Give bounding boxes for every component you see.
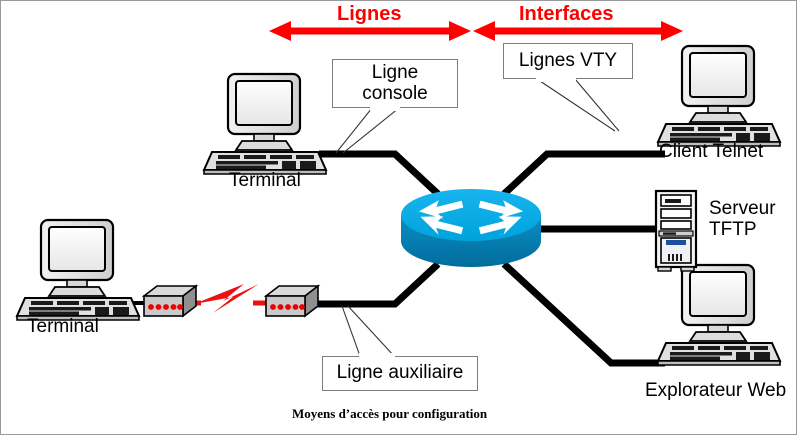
node-label-explorateur-web: Explorateur Web — [645, 380, 787, 401]
node-label-serveur-tftp: Serveur TFTP — [709, 198, 776, 240]
link-aux — [314, 261, 441, 308]
node-modem-right[interactable] — [265, 285, 319, 317]
leader-aux-1 — [341, 305, 361, 357]
notch-ligne-console — [370, 105, 400, 111]
leader-vty-1 — [536, 78, 616, 132]
node-terminal-aux[interactable] — [15, 218, 141, 322]
node-terminal-console[interactable] — [202, 72, 328, 176]
node-serveur-tftp[interactable] — [654, 189, 698, 273]
callout-ligne-auxiliaire[interactable]: Ligne auxiliaire — [322, 356, 478, 391]
callout-ligne-console[interactable]: Ligne console — [332, 59, 458, 108]
node-router[interactable] — [401, 189, 541, 267]
figure-caption: Moyens d’accès pour configuration — [292, 406, 488, 421]
notch-ligne-auxiliaire — [359, 353, 395, 359]
node-modem-left[interactable] — [143, 285, 197, 317]
leader-console-1 — [335, 107, 373, 154]
band-arrows — [269, 21, 683, 41]
band-label-lignes: Lignes — [337, 3, 402, 25]
band-arrow-lignes — [269, 21, 471, 41]
band-arrow-interfaces — [473, 21, 683, 41]
callout-leaders — [335, 78, 620, 357]
leader-console-2 — [342, 107, 400, 154]
node-explorateur-web[interactable] — [656, 263, 782, 367]
band-label-interfaces: Interfaces — [519, 3, 614, 25]
link-wan-lightning — [194, 284, 259, 313]
link-console — [319, 150, 441, 197]
network-links — [132, 150, 665, 367]
leader-aux-2 — [347, 305, 395, 357]
node-label-client-telnet: Client Telnet — [659, 141, 764, 162]
notch-lignes-vty — [536, 76, 576, 82]
link-web — [501, 261, 665, 367]
leader-vty-2 — [574, 78, 620, 132]
link-telnet — [501, 150, 665, 197]
node-label-terminal-aux: Terminal — [27, 316, 99, 337]
node-client-telnet[interactable] — [656, 44, 782, 148]
callout-lignes-vty[interactable]: Lignes VTY — [503, 43, 633, 79]
node-label-terminal-console: Terminal — [229, 170, 301, 191]
